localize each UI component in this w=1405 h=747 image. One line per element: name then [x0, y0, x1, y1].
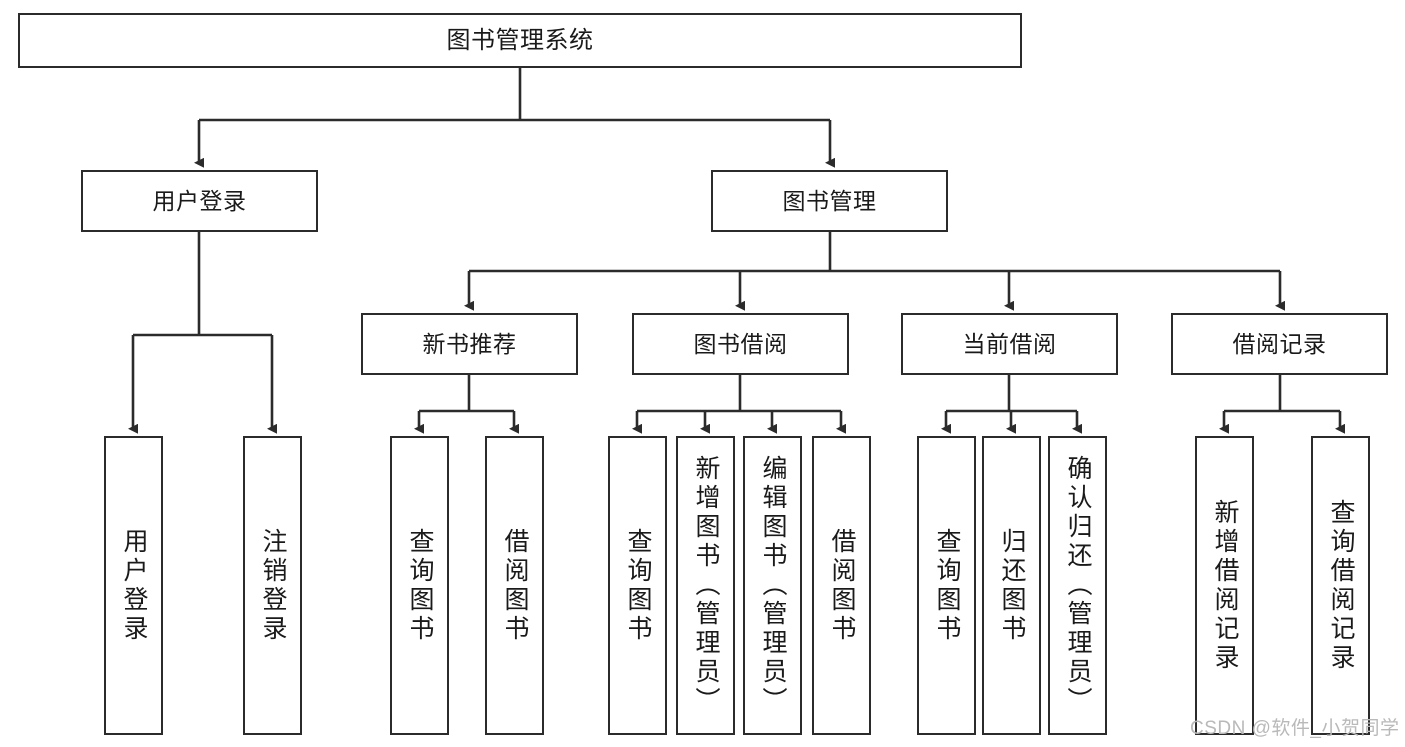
node-new-book-rec-label: 新书推荐	[422, 330, 517, 357]
node-current-borrow-label: 当前借阅	[962, 330, 1057, 357]
node-leaf-logout-label: 注销登录	[259, 527, 287, 644]
node-leaf-edit-book-label: 编辑图书（管理员）	[759, 455, 787, 716]
node-root[interactable]: 图书管理系统	[18, 13, 1022, 68]
watermark-text: CSDN @软件_小贺同学	[1190, 718, 1400, 739]
node-leaf-add-record[interactable]: 新增借阅记录	[1195, 436, 1254, 735]
node-user-login[interactable]: 用户登录	[81, 170, 318, 232]
node-new-book-rec[interactable]: 新书推荐	[361, 313, 578, 375]
node-leaf-user-login-label: 用户登录	[120, 527, 148, 644]
node-leaf-user-login[interactable]: 用户登录	[104, 436, 163, 735]
node-leaf-add-book-label: 新增图书（管理员）	[692, 455, 720, 716]
node-leaf-query-book-2-label: 查询图书	[624, 527, 652, 644]
node-book-manage[interactable]: 图书管理	[711, 170, 948, 232]
node-leaf-confirm-return[interactable]: 确认归还（管理员）	[1048, 436, 1107, 735]
node-leaf-query-book-3[interactable]: 查询图书	[917, 436, 976, 735]
node-leaf-return-book-label: 归还图书	[998, 527, 1026, 644]
node-leaf-return-book[interactable]: 归还图书	[982, 436, 1041, 735]
node-leaf-borrow-book-2-label: 借阅图书	[828, 527, 856, 644]
node-borrow-record[interactable]: 借阅记录	[1171, 313, 1388, 375]
node-leaf-borrow-book-2[interactable]: 借阅图书	[812, 436, 871, 735]
node-leaf-query-record[interactable]: 查询借阅记录	[1311, 436, 1370, 735]
node-leaf-add-book[interactable]: 新增图书（管理员）	[676, 436, 735, 735]
node-leaf-confirm-return-label: 确认归还（管理员）	[1064, 455, 1092, 716]
node-leaf-query-book-3-label: 查询图书	[933, 527, 961, 644]
node-book-borrow[interactable]: 图书借阅	[632, 313, 849, 375]
node-root-label: 图书管理系统	[446, 26, 594, 54]
node-leaf-query-record-label: 查询借阅记录	[1327, 498, 1355, 673]
node-borrow-record-label: 借阅记录	[1232, 330, 1327, 357]
node-leaf-logout[interactable]: 注销登录	[243, 436, 302, 735]
node-leaf-query-book-2[interactable]: 查询图书	[608, 436, 667, 735]
node-book-manage-label: 图书管理	[782, 187, 877, 214]
node-leaf-borrow-book-1[interactable]: 借阅图书	[485, 436, 544, 735]
node-user-login-label: 用户登录	[152, 187, 247, 214]
node-leaf-query-book-1[interactable]: 查询图书	[390, 436, 449, 735]
node-leaf-add-record-label: 新增借阅记录	[1211, 498, 1239, 673]
node-book-borrow-label: 图书借阅	[693, 330, 788, 357]
node-leaf-edit-book[interactable]: 编辑图书（管理员）	[743, 436, 802, 735]
node-leaf-borrow-book-1-label: 借阅图书	[501, 527, 529, 644]
node-current-borrow[interactable]: 当前借阅	[901, 313, 1118, 375]
node-leaf-query-book-1-label: 查询图书	[406, 527, 434, 644]
